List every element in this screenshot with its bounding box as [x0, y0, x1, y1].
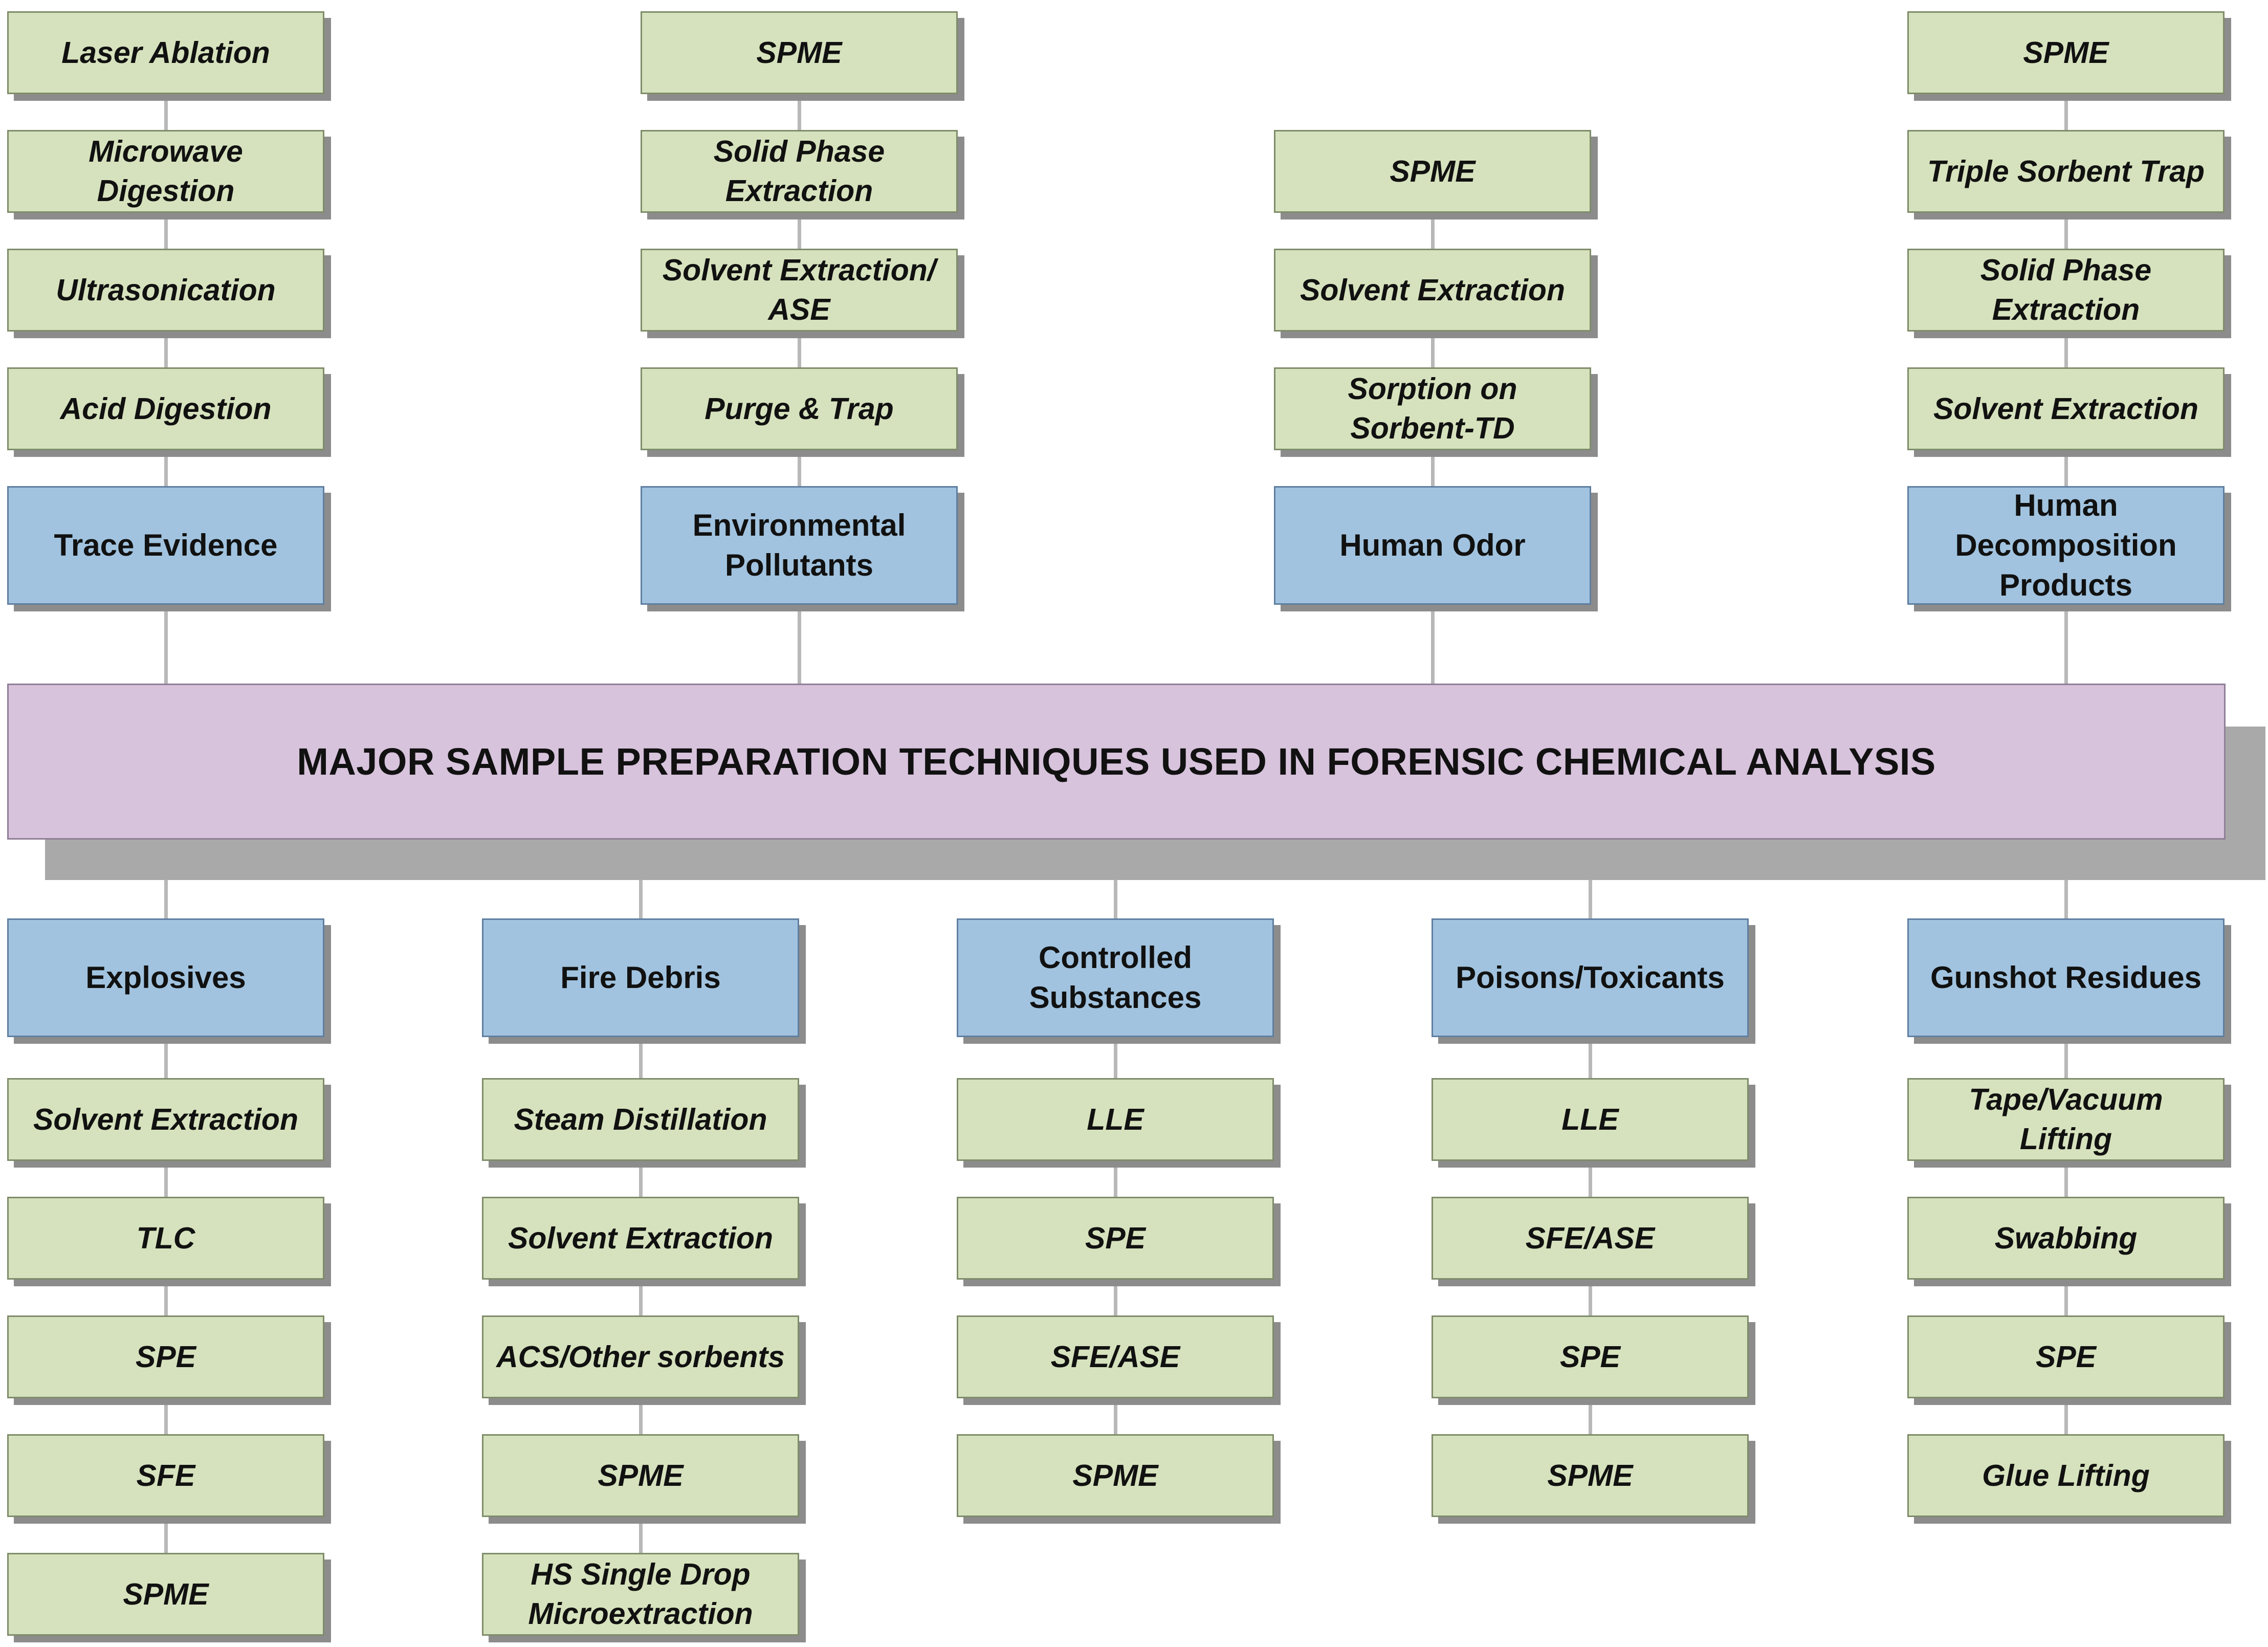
- technique-box: Solvent Extraction/ASE: [641, 249, 958, 332]
- technique-box: Glue Lifting: [1907, 1434, 2225, 1517]
- category-box: Explosives: [7, 918, 324, 1037]
- technique-box: SPME: [957, 1434, 1274, 1517]
- technique-box: SPME: [482, 1434, 799, 1517]
- connector-bottom-4: [1589, 839, 1592, 1497]
- connector-top-1: [164, 32, 168, 686]
- technique-box: Steam Distillation: [482, 1078, 799, 1161]
- connector-top-2: [798, 32, 801, 686]
- technique-box: SPE: [957, 1197, 1274, 1280]
- category-box: Human Odor: [1274, 486, 1591, 605]
- technique-box: SFE/ASE: [957, 1315, 1274, 1398]
- technique-box: LLE: [1432, 1078, 1749, 1161]
- technique-box: Purge & Trap: [641, 367, 958, 450]
- technique-box: Laser Ablation: [7, 11, 324, 94]
- category-box: Fire Debris: [482, 918, 799, 1037]
- technique-box: LLE: [957, 1078, 1274, 1161]
- category-box: Gunshot Residues: [1907, 918, 2225, 1037]
- technique-box: Triple Sorbent Trap: [1907, 130, 2225, 213]
- technique-box: SFE: [7, 1434, 324, 1517]
- connector-bottom-5: [2064, 839, 2068, 1497]
- technique-box: SFE/ASE: [1432, 1197, 1749, 1280]
- connector-bottom-3: [1114, 839, 1117, 1497]
- technique-box: SPME: [7, 1553, 324, 1636]
- technique-box: TLC: [7, 1197, 324, 1280]
- technique-box: Ultrasonication: [7, 249, 324, 332]
- connector-top-4: [2064, 32, 2068, 686]
- technique-box: SPME: [1907, 11, 2225, 94]
- category-box: Trace Evidence: [7, 486, 324, 605]
- technique-box: SPME: [1274, 130, 1591, 213]
- technique-box: Solvent Extraction: [1907, 367, 2225, 450]
- technique-box: SPE: [7, 1315, 324, 1398]
- technique-box: SPE: [1907, 1315, 2225, 1398]
- technique-box: ACS/Other sorbents: [482, 1315, 799, 1398]
- technique-box: SPME: [1432, 1434, 1749, 1517]
- technique-box: SPME: [641, 11, 958, 94]
- technique-box: Swabbing: [1907, 1197, 2225, 1280]
- technique-box: Acid Digestion: [7, 367, 324, 450]
- technique-box: Solvent Extraction: [1274, 249, 1591, 332]
- technique-box: Solvent Extraction: [7, 1078, 324, 1161]
- technique-box: SPE: [1432, 1315, 1749, 1398]
- category-box: Poisons/Toxicants: [1432, 918, 1749, 1037]
- diagram-title: MAJOR SAMPLE PREPARATION TECHNIQUES USED…: [7, 684, 2226, 840]
- technique-box: Solvent Extraction: [482, 1197, 799, 1280]
